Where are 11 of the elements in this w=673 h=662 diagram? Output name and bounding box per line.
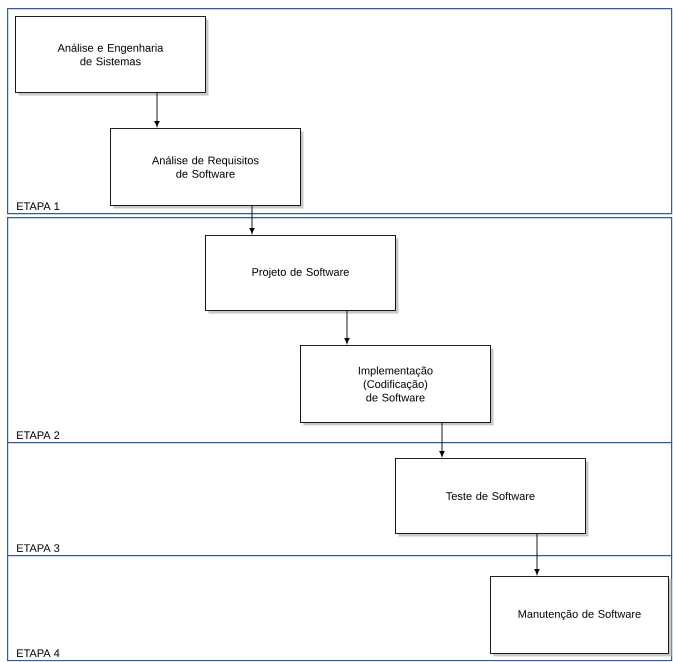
arrow <box>154 92 160 127</box>
arrow <box>534 533 540 575</box>
process-box: Implementação (Codificação) de Software <box>300 345 494 426</box>
process-box: Projeto de Software <box>205 235 398 314</box>
arrow <box>439 422 445 457</box>
process-box: Análise e Engenharia de Sistemas <box>15 16 208 96</box>
process-box: Teste de Software <box>395 458 588 536</box>
process-box: Análise de Requisitos de Software <box>110 128 304 208</box>
arrow <box>249 205 255 234</box>
arrow <box>344 310 350 344</box>
process-box: Manutenção de Software <box>490 576 672 656</box>
